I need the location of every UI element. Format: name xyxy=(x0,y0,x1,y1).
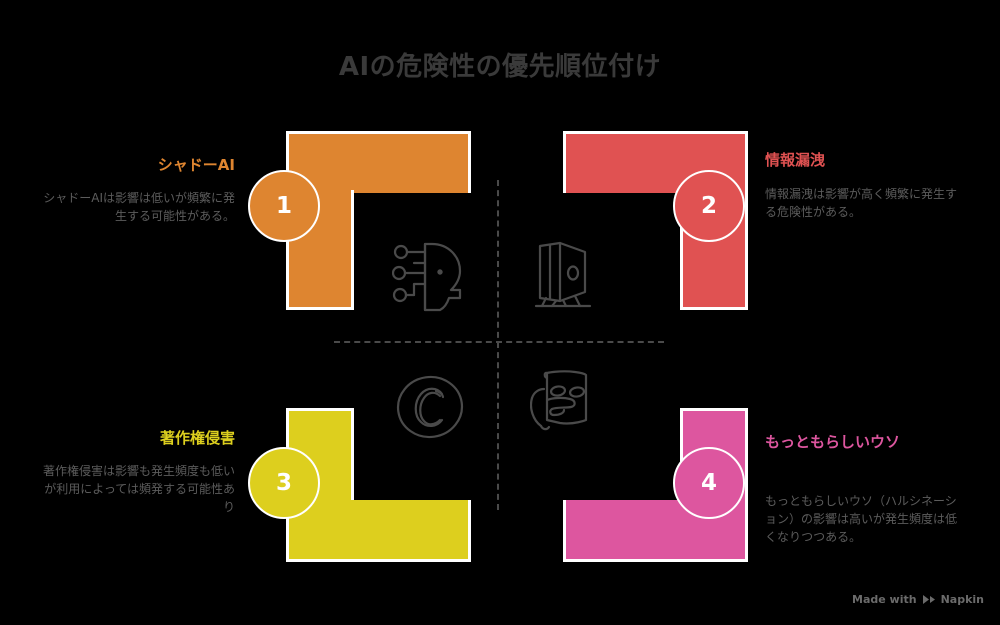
quadrant-2-badge[interactable]: 2 xyxy=(673,170,745,242)
quadrant-3-shape-arm xyxy=(286,500,471,562)
server-tower-icon xyxy=(530,240,600,316)
footer-made-with-label: Made with xyxy=(852,593,917,606)
quadrant-3-label: 著作権侵害 xyxy=(159,429,235,447)
quadrant-2-description: 情報漏洩は影響が高く頻繁に発生する危険性がある。 xyxy=(765,187,958,219)
ai-head-icon xyxy=(391,240,472,318)
quadrant-2-number: 2 xyxy=(700,193,717,219)
footer-credit: Made with Napkin xyxy=(852,593,984,606)
matrix-divider-horizontal xyxy=(334,341,664,343)
napkin-logo-icon xyxy=(922,594,936,605)
quadrant-1-badge[interactable]: 1 xyxy=(248,170,320,242)
page-title: AIの危険性の優先順位付け xyxy=(338,52,662,82)
quadrant-3-number: 3 xyxy=(275,470,292,496)
quadrant-3-shape-joint xyxy=(289,498,351,505)
quadrant-1-description: シャドーAIは影響は低いが頻繁に発生する可能性がある。 xyxy=(43,191,235,223)
quadrant-4-description: もっともらしいウソ（ハルシネーション）の影響は高いが発生頻度は低くなりつつある。 xyxy=(765,494,958,544)
copyright-icon xyxy=(395,372,465,446)
quadrant-3-badge[interactable]: 3 xyxy=(248,447,320,519)
matrix-divider-vertical xyxy=(497,180,499,510)
quadrant-3-description: 著作権侵害は影響も発生頻度も低いが利用によっては頻発する可能性あり xyxy=(42,464,235,514)
mask-icon xyxy=(529,368,600,448)
quadrant-1-label: シャドーAI xyxy=(157,156,235,174)
quadrant-4-label: もっともらしいウソ xyxy=(765,433,901,451)
quadrant-1-number: 1 xyxy=(275,193,292,219)
quadrant-1-shape-joint xyxy=(289,188,351,195)
quadrant-4-badge[interactable]: 4 xyxy=(673,447,745,519)
footer-brand-label: Napkin xyxy=(940,593,984,606)
quadrant-1-shape-arm xyxy=(286,131,471,193)
quadrant-4-number: 4 xyxy=(700,470,717,496)
quadrant-2-label: 情報漏洩 xyxy=(765,151,826,169)
